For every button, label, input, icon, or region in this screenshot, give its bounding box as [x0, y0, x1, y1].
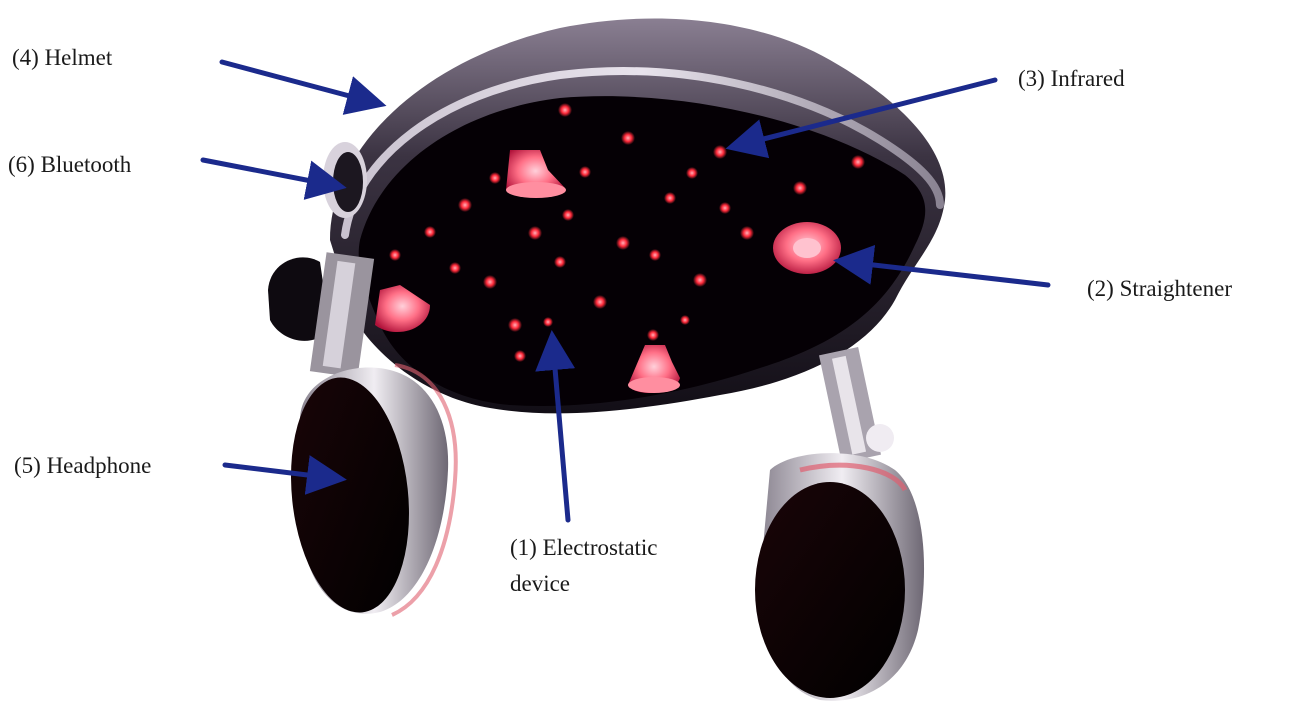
arrow-bluetooth	[203, 160, 332, 185]
right-headphone	[755, 453, 924, 701]
straightener-label: (2) Straightener	[1087, 271, 1232, 307]
arrow-helmet	[222, 62, 372, 102]
bluetooth-label: (6) Bluetooth	[8, 147, 131, 183]
electrostatic-device-label: (1) Electrostatic device	[510, 530, 658, 601]
nozzle-right	[773, 222, 841, 274]
electrostatic-label-line1: (1) Electrostatic	[510, 530, 658, 566]
left-headphone	[280, 365, 456, 618]
right-headphone-hinge	[819, 347, 894, 463]
infrared-label: (3) Infrared	[1018, 61, 1125, 97]
headphone-label: (5) Headphone	[14, 448, 151, 484]
helmet-label: (4) Helmet	[12, 40, 112, 76]
bluetooth-button	[323, 142, 367, 218]
electrostatic-label-line2: device	[510, 566, 658, 602]
